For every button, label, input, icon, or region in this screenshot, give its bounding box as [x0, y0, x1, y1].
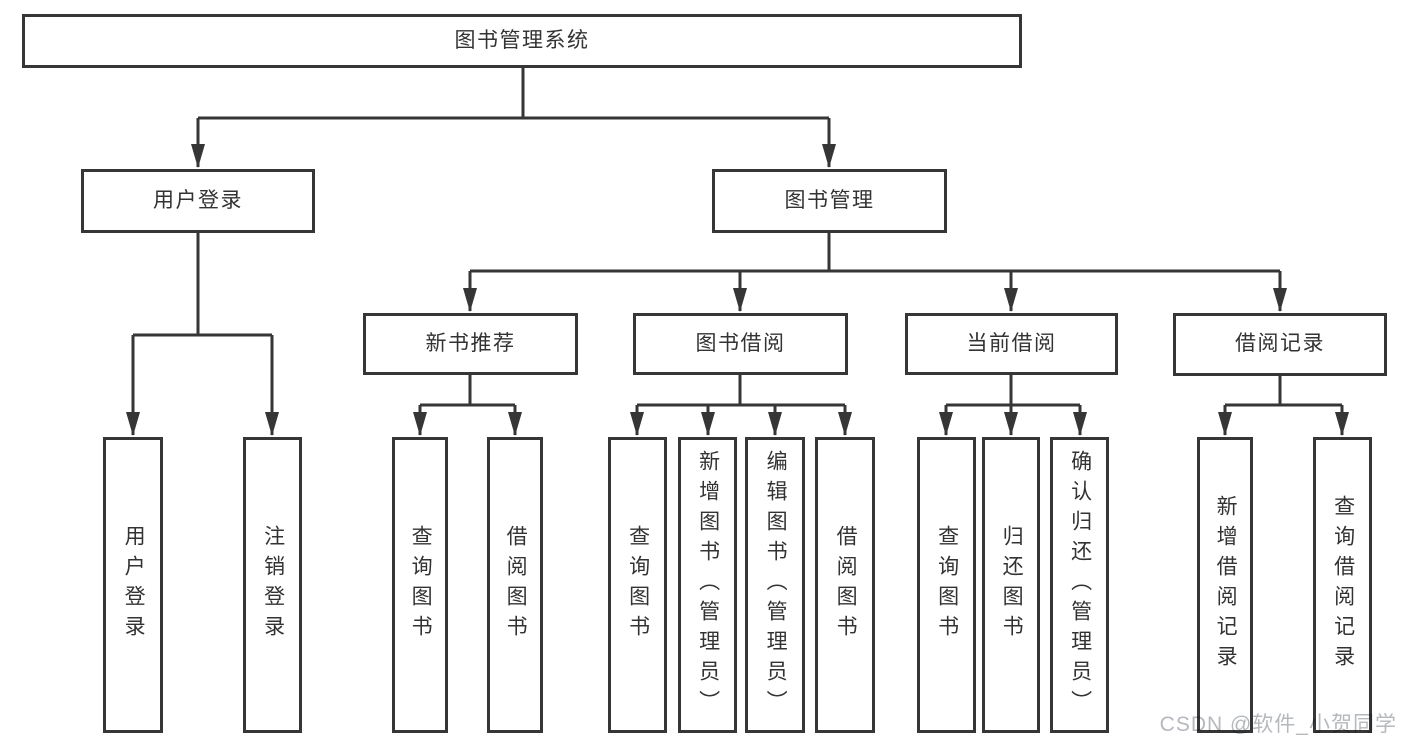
node-book-borrowing: 图书借阅 [633, 313, 848, 375]
leaf-current-confirm-return-admin: 确认归还（管理员） [1050, 437, 1109, 733]
leaf-current-return-book: 归还图书 [982, 437, 1040, 733]
leaf-borrow-add-book-admin: 新增图书（管理员） [678, 437, 737, 733]
leaf-record-query-record: 查询借阅记录 [1313, 437, 1372, 733]
node-root: 图书管理系统 [22, 14, 1022, 68]
node-book-management: 图书管理 [712, 169, 947, 233]
leaf-borrow-borrow-book: 借阅图书 [815, 437, 875, 733]
leaf-user-login: 用户登录 [103, 437, 163, 733]
leaf-logout: 注销登录 [243, 437, 302, 733]
leaf-newbook-query-book: 查询图书 [392, 437, 448, 733]
node-new-book-recommend: 新书推荐 [363, 313, 578, 375]
leaf-newbook-borrow-book: 借阅图书 [487, 437, 543, 733]
leaf-borrow-query-book: 查询图书 [608, 437, 667, 733]
node-current-borrowing: 当前借阅 [905, 313, 1118, 375]
node-borrowing-records: 借阅记录 [1173, 313, 1387, 376]
node-user-login: 用户登录 [81, 169, 315, 233]
leaf-borrow-edit-book-admin: 编辑图书（管理员） [745, 437, 805, 733]
csdn-watermark: CSDN @软件_小贺同学 [1159, 713, 1397, 736]
leaf-current-query-book: 查询图书 [917, 437, 976, 733]
leaf-record-add-record: 新增借阅记录 [1197, 437, 1253, 733]
